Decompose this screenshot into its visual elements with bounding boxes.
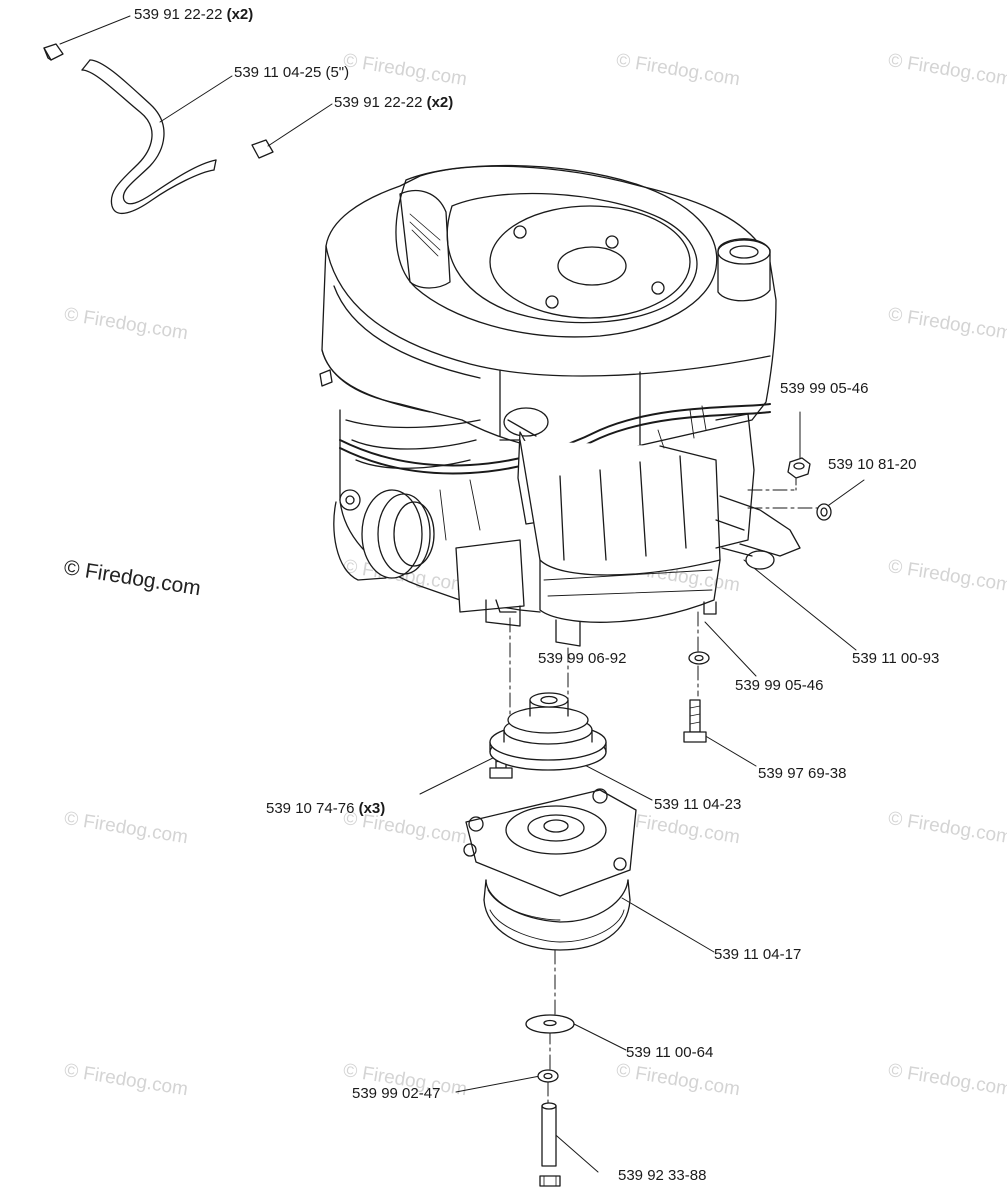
part-label: 539 97 69-38 xyxy=(758,765,847,782)
engine-pulley xyxy=(489,692,607,771)
part-label: 539 11 04-23 xyxy=(654,796,742,813)
flange-nut xyxy=(787,457,811,479)
lock-washer-bottom xyxy=(537,1069,559,1083)
part-label: 539 91 22-22 (x2) xyxy=(334,94,454,111)
part-label: 539 99 05-46 xyxy=(780,380,869,397)
bolt-right xyxy=(683,699,707,743)
part-label: 539 11 04-17 xyxy=(714,946,802,963)
spacer-nut xyxy=(816,503,832,521)
part-label: 539 92 33-88 xyxy=(618,1167,707,1184)
part-label: 539 99 02-47 xyxy=(352,1085,441,1102)
part-label: 539 11 00-64 xyxy=(626,1044,714,1061)
fuel-hose xyxy=(81,59,217,215)
hose-clamp-mid xyxy=(251,139,274,159)
part-label: 539 99 06-92 xyxy=(538,650,627,667)
leader-lines xyxy=(59,15,865,1173)
part-label: 539 11 00-93 xyxy=(852,650,940,667)
part-label: 539 91 22-22 (x2) xyxy=(134,6,254,23)
clutch-bolt xyxy=(539,1102,561,1187)
part-label: 539 99 05-46 xyxy=(735,677,824,694)
pto-clutch xyxy=(463,788,637,951)
part-label: 539 10 81-20 xyxy=(828,456,917,473)
engine-assembly xyxy=(319,164,801,647)
hose-clamp-top xyxy=(43,43,64,61)
lock-washer xyxy=(688,651,710,665)
part-label: 539 11 04-25 (5") xyxy=(234,64,350,81)
flat-washer xyxy=(525,1014,575,1034)
part-label: 539 10 74-76 (x3) xyxy=(266,800,386,817)
